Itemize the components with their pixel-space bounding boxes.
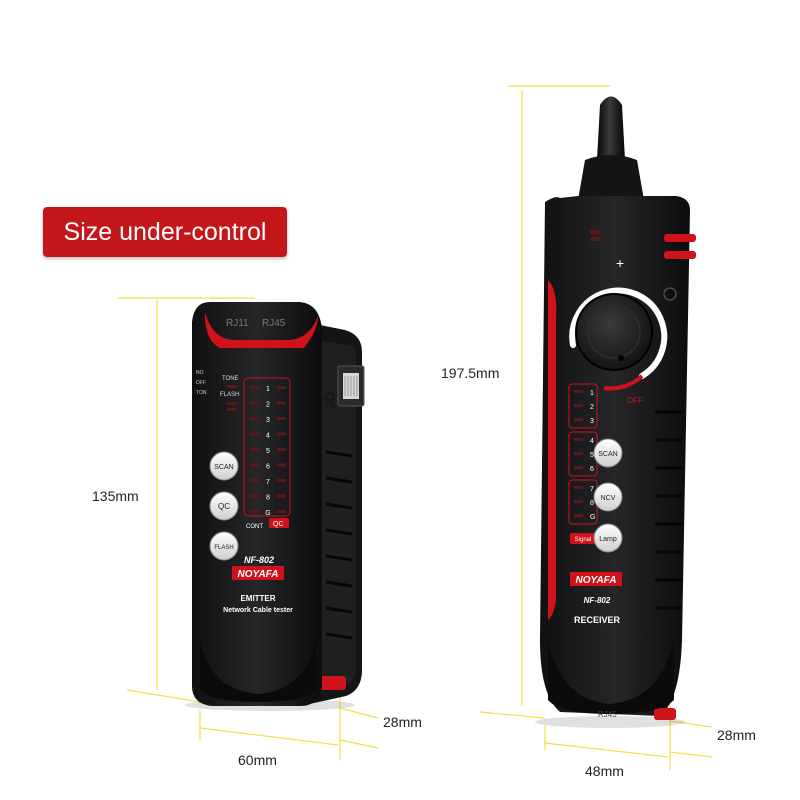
emitter-led-b <box>277 401 286 405</box>
emitter-led-a <box>250 510 259 513</box>
receiver-brand: NOYAFA <box>576 575 617 586</box>
size-banner-text: Size under-control <box>63 218 267 246</box>
receiver-indicator-number: G <box>590 514 595 521</box>
emitter-led-a <box>250 463 259 467</box>
receiver-role: RECEIVER <box>574 615 621 625</box>
receiver-lamp-button[interactable]: Lamp <box>593 523 623 553</box>
emitter-flash-button[interactable]: FLASH <box>209 531 239 561</box>
emitter-height-label: 135mm <box>92 488 139 504</box>
emitter-indicator-number: 2 <box>266 402 270 409</box>
receiver-scan-button[interactable]: SCAN <box>593 438 623 468</box>
emitter-qc-button-label: QC <box>218 502 230 511</box>
receiver-lamp-label: Lamp <box>599 536 617 543</box>
emitter-port-rj45: RJ45 <box>262 318 286 329</box>
emitter-port-rj11: RJ11 <box>226 318 249 329</box>
receiver-bottom-port: RJ45 <box>598 710 617 719</box>
emitter-led-b <box>277 510 286 513</box>
receiver-scan-label: SCAN <box>598 451 617 458</box>
knob-plus-label: + <box>616 255 624 271</box>
receiver-ncv-label: NCV <box>601 495 616 502</box>
receiver-indicator-number: 7 <box>590 486 594 493</box>
emitter-mode-off: OFF <box>196 380 206 386</box>
receiver-model: NF-802 <box>584 596 611 605</box>
emitter-qc-button[interactable]: QC <box>209 491 239 521</box>
receiver-depth-label: 28mm <box>717 727 756 743</box>
emitter-flash-label: FLASH <box>220 392 239 398</box>
emitter-led-a <box>250 417 259 420</box>
receiver-led <box>574 438 583 441</box>
emitter-scan-label: SCAN <box>214 464 233 471</box>
emitter-qc-badge: QC <box>273 521 284 528</box>
emitter-flash-button-label: FLASH <box>214 545 233 551</box>
receiver-led <box>574 452 583 455</box>
emitter-role: EMITTER <box>240 594 275 603</box>
emitter-indicator-number: 1 <box>266 386 270 393</box>
emitter-led-b <box>277 432 286 436</box>
emitter-scan-button[interactable]: SCAN <box>209 451 239 481</box>
emitter-indicator-number: 6 <box>266 464 270 471</box>
emitter-led-b <box>277 494 286 498</box>
receiver-led <box>574 404 583 407</box>
emitter-depth-label: 28mm <box>383 714 422 730</box>
receiver-led <box>574 500 583 503</box>
receiver-device: + OFF 1 2 3 4 5 6 7 8G Signal SCAN NCV Lamp NOY… <box>535 96 696 728</box>
receiver-indicator-number: 2 <box>590 404 594 411</box>
emitter-led-b <box>277 463 286 467</box>
emitter-indicator-number: G <box>265 510 270 517</box>
emitter-description: Network Cable tester <box>223 607 293 614</box>
emitter-side-qc-label: QC <box>323 392 337 410</box>
emitter-led-a <box>250 401 259 405</box>
receiver-led <box>574 390 583 393</box>
emitter-led-a <box>250 479 259 482</box>
receiver-width-label: 48mm <box>585 763 624 779</box>
receiver-indicator-number: 4 <box>590 438 594 445</box>
emitter-device: QC RJ11 RJ45 NO OFF TON TONE FLASH 1 2 3 4 5… <box>185 302 365 711</box>
emitter-indicator-number: 5 <box>266 448 270 455</box>
receiver-led <box>574 466 583 469</box>
receiver-led <box>574 486 583 489</box>
emitter-brand: NOYAFA <box>238 569 279 580</box>
emitter-led-b <box>277 417 286 420</box>
receiver-indicator-leds: 1 2 3 4 5 6 7 8G <box>574 390 595 521</box>
emitter-indicator-number: 3 <box>266 417 270 424</box>
emitter-led-a <box>250 386 259 389</box>
emitter-mode-no: NO <box>196 370 204 376</box>
emitter-indicator-leds: 1 2 3 4 5 6 7 8G <box>250 386 286 517</box>
emitter-model: NF-802 <box>244 555 274 565</box>
receiver-height-label: 197.5mm <box>441 365 500 381</box>
emitter-indicator-number: 8 <box>266 495 270 502</box>
emitter-indicator-number: 4 <box>266 433 270 440</box>
emitter-indicator-number: 7 <box>266 479 270 486</box>
emitter-cont-label: CONT <box>246 524 263 530</box>
receiver-signal-label: Signal <box>575 537 592 543</box>
receiver-indicator-number: 1 <box>590 390 594 397</box>
emitter-led-b <box>277 479 286 482</box>
emitter-led-a <box>250 448 259 451</box>
emitter-led-a <box>250 494 259 498</box>
receiver-led <box>574 418 583 421</box>
emitter-led-b <box>277 386 286 389</box>
knob-off-label: OFF <box>627 396 643 405</box>
emitter-width-label: 60mm <box>238 752 277 768</box>
receiver-indicator-number: 5 <box>590 452 594 459</box>
emitter-mode-ton: TON <box>196 390 207 396</box>
receiver-led <box>574 514 583 517</box>
emitter-led-b <box>277 448 286 451</box>
receiver-indicator-number: 6 <box>590 466 594 473</box>
receiver-ncv-button[interactable]: NCV <box>593 482 623 512</box>
receiver-indicator-number: 3 <box>590 418 594 425</box>
emitter-led-a <box>250 432 259 436</box>
size-banner: Size under-control <box>43 207 287 257</box>
receiver-indicator-number: 8 <box>590 500 594 507</box>
emitter-tone-label: TONE <box>222 376 239 382</box>
